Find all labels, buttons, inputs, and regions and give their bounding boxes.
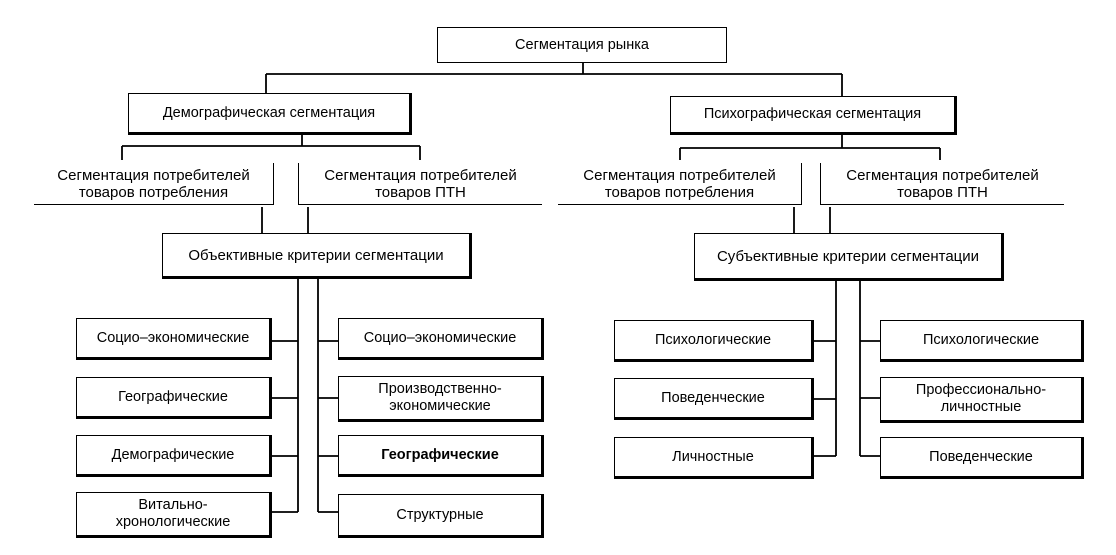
root-node: Сегментация рынка (437, 27, 727, 63)
left-item-socio-economic: Социо–экономические (76, 318, 272, 360)
psychographic-industrial-goods-node: Сегментация потребителей товаров ПТН (820, 163, 1064, 205)
psychographic-segmentation-node: Психографическая сегментация (670, 96, 957, 135)
demographic-industrial-goods-node: Сегментация потребителей товаров ПТН (298, 163, 542, 205)
psy-left-item-personal: Личностные (614, 437, 814, 479)
right-item-structural: Структурные (338, 494, 544, 538)
subjective-criteria-node: Субъективные критерии сегментации (694, 233, 1004, 281)
objective-criteria-node: Объективные критерии сегментации (162, 233, 472, 279)
psychographic-consumer-goods-node: Сегментация потребителей товаров потребл… (558, 163, 802, 205)
psy-right-item-psychological: Психологические (880, 320, 1084, 362)
right-item-geographic: Географические (338, 435, 544, 477)
psy-right-item-behavioral: Поведенческие (880, 437, 1084, 479)
psy-right-item-professional-personal: Профессионально- личностные (880, 377, 1084, 423)
left-item-demographic: Демографические (76, 435, 272, 477)
left-item-vital-chronological: Витально- хронологические (76, 492, 272, 538)
psy-left-item-psychological: Психологические (614, 320, 814, 362)
right-item-socio-economic: Социо–экономические (338, 318, 544, 360)
psy-left-item-behavioral: Поведенческие (614, 378, 814, 420)
demographic-segmentation-node: Демографическая сегментация (128, 93, 412, 135)
left-item-geographic: Географические (76, 377, 272, 419)
demographic-consumer-goods-node: Сегментация потребителей товаров потребл… (34, 163, 274, 205)
right-item-production-economic: Производственно- экономические (338, 376, 544, 422)
